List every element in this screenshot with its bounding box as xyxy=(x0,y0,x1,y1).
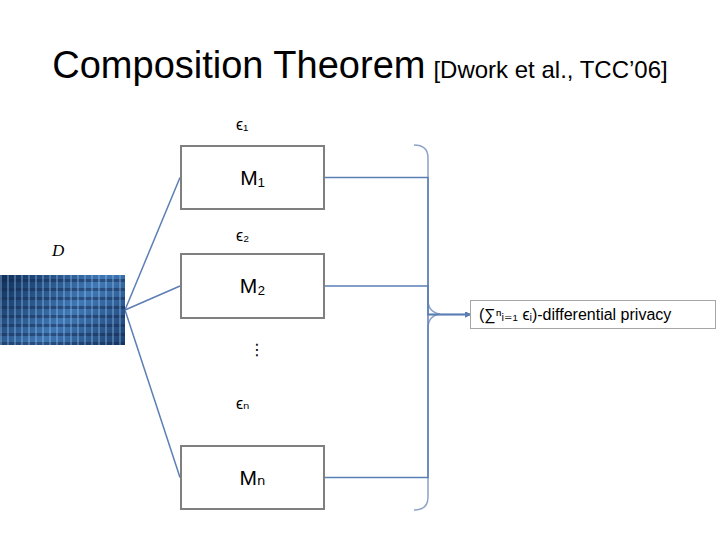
database-image: D xyxy=(0,275,125,345)
mechanism-name: M₁ xyxy=(240,166,265,190)
connector-line xyxy=(325,178,470,315)
mechanism-name: Mₙ xyxy=(240,466,266,490)
mechanism-box: Mₙ xyxy=(180,445,325,510)
slide-title: Composition Theorem xyxy=(52,44,425,86)
merge-bracket xyxy=(414,145,440,510)
mechanism-box: M₂ xyxy=(180,253,325,319)
mechanism-box: M₁ xyxy=(180,145,325,210)
title-row: Composition Theorem [Dwork et al., TCC’06… xyxy=(0,44,720,87)
database-label: D xyxy=(52,241,64,261)
result-box: (∑ⁿᵢ₌₁ ϵᵢ)-differential privacy xyxy=(470,300,716,329)
connector-line xyxy=(125,286,180,310)
epsilon-label: ϵₙ xyxy=(236,394,249,413)
connector-line xyxy=(125,178,180,311)
epsilon-label: ϵ₂ xyxy=(236,227,249,245)
citation: [Dwork et al., TCC’06] xyxy=(433,56,667,83)
mechanism-name: M₂ xyxy=(240,274,266,298)
ellipsis-mark: ⋮ xyxy=(249,340,265,359)
result-text: (∑ⁿᵢ₌₁ ϵᵢ)-differential privacy xyxy=(479,305,671,324)
connector-line xyxy=(125,310,180,478)
connector-line xyxy=(325,315,470,478)
epsilon-label: ϵ₁ xyxy=(236,116,248,134)
connector-line xyxy=(325,286,470,315)
